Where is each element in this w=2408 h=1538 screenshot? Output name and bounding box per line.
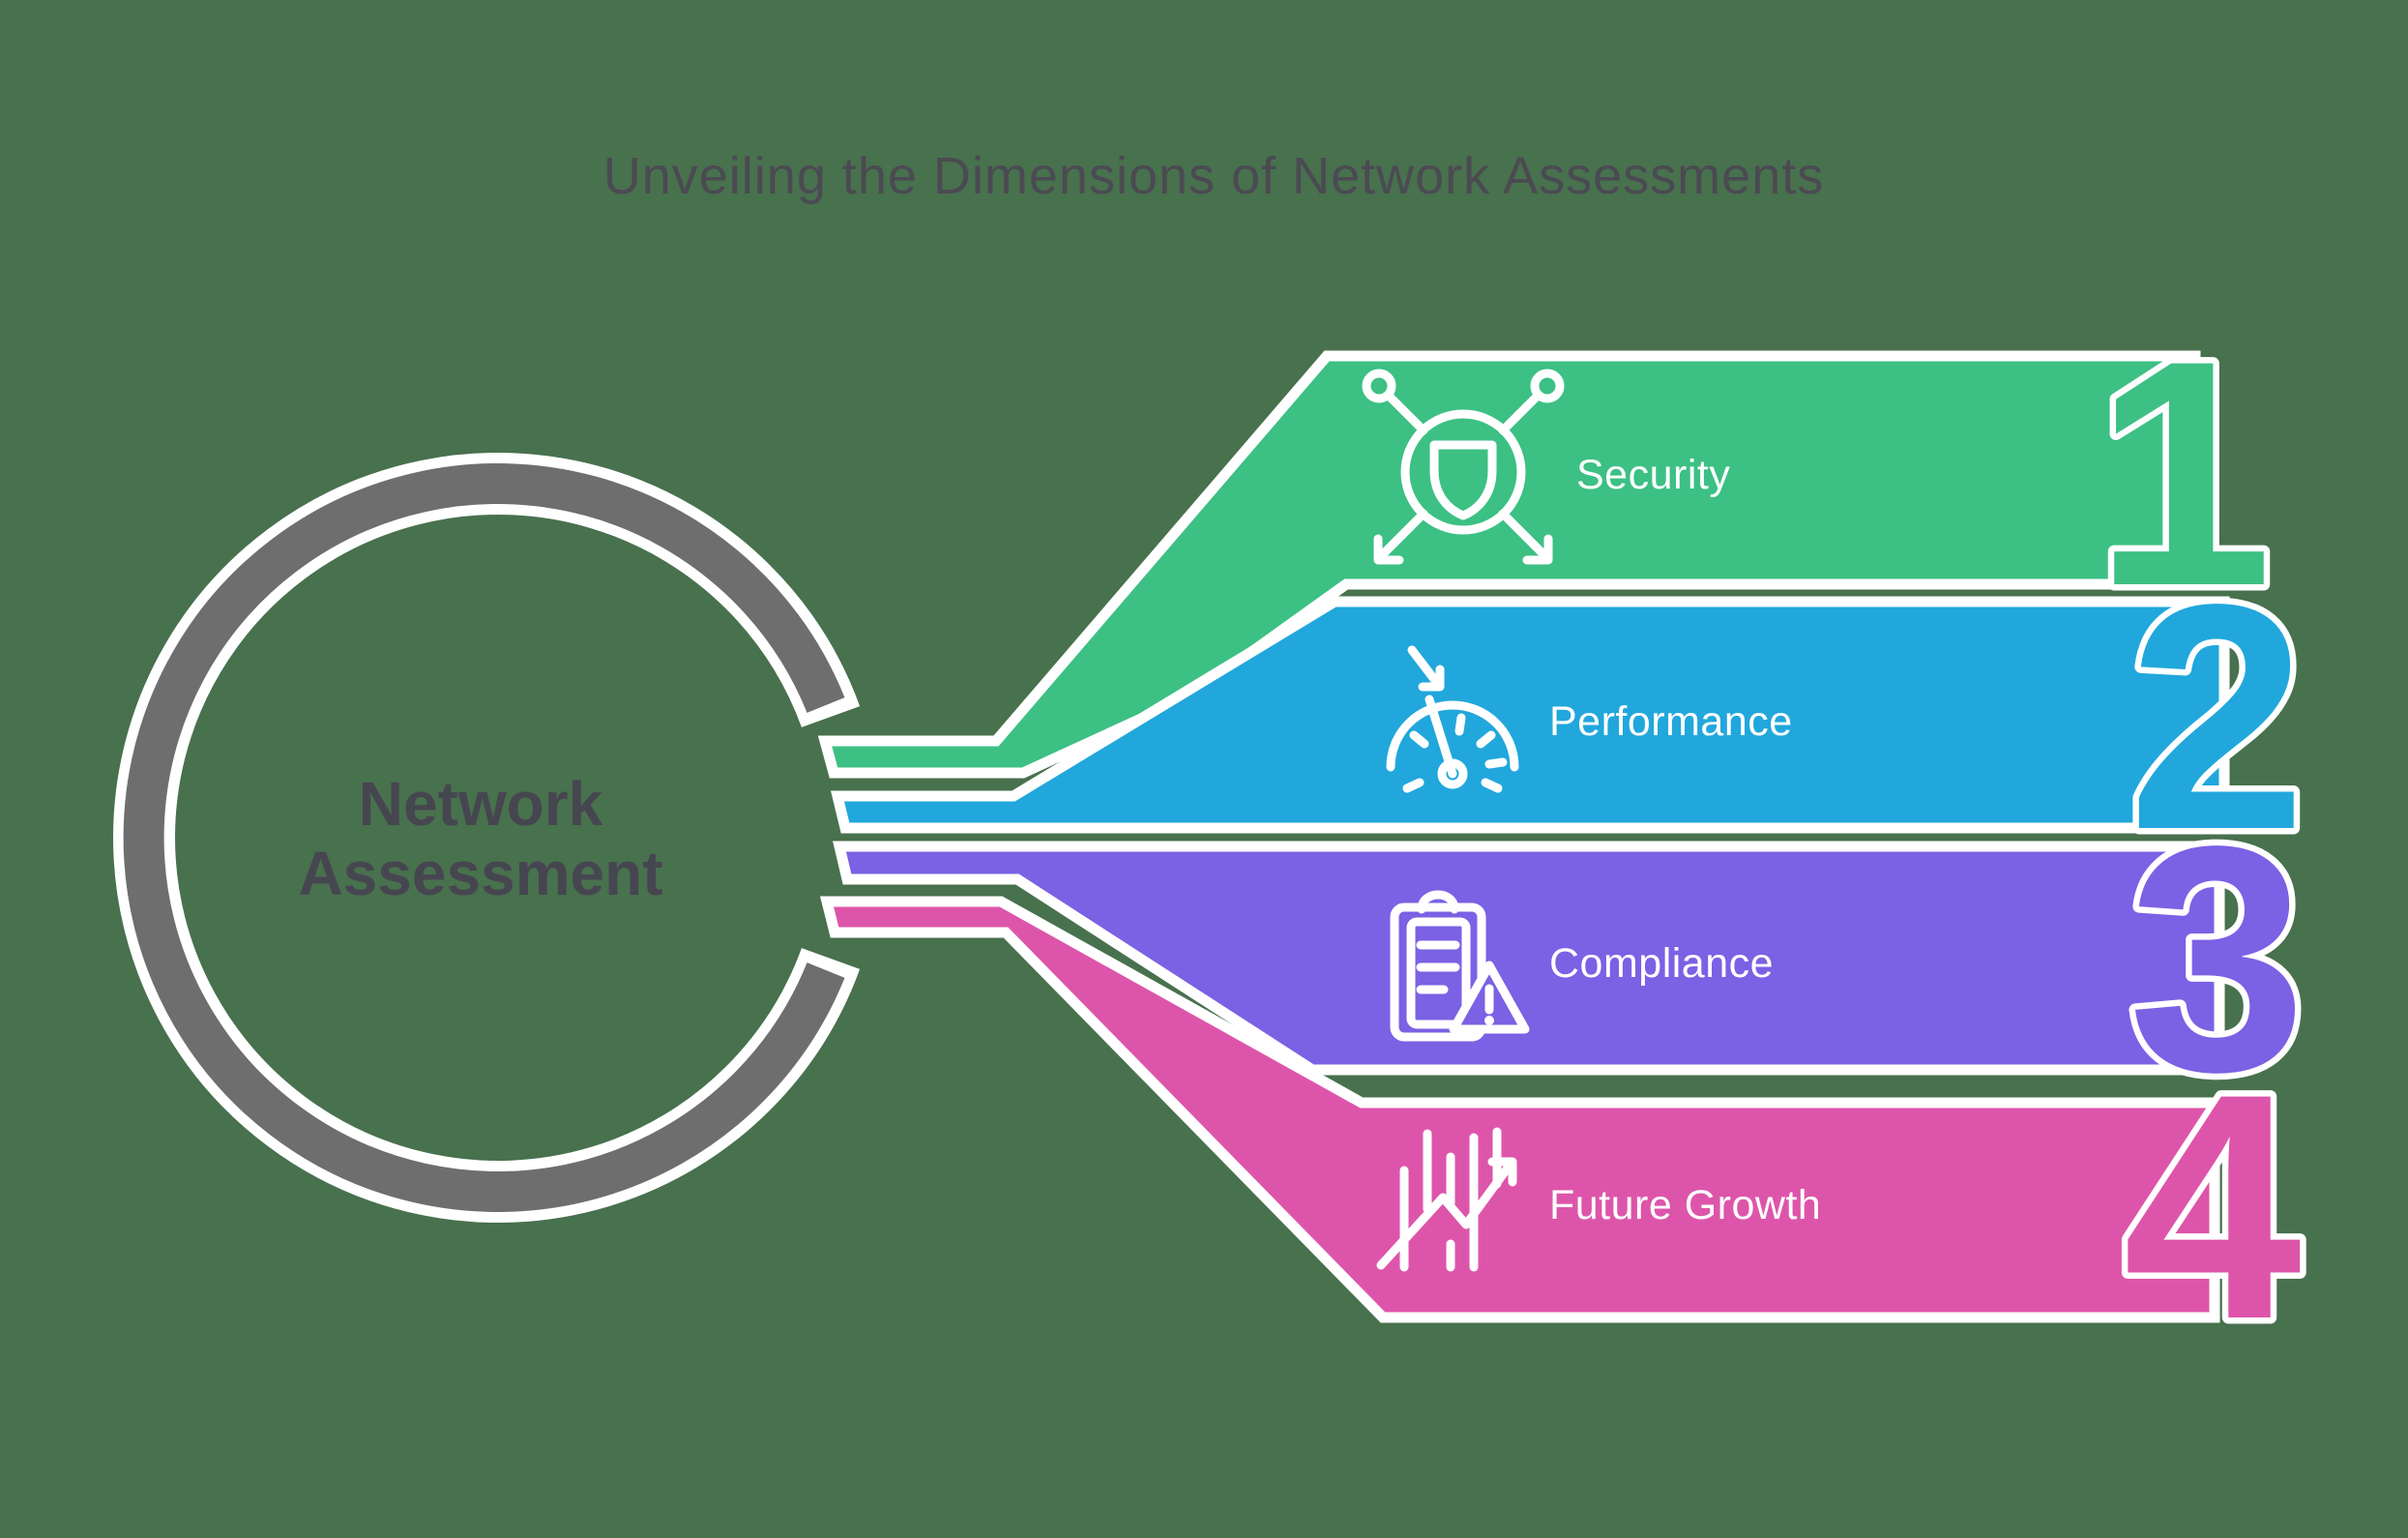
hub-label-line2: Assessment (298, 839, 662, 908)
gauge-arrow-icon (1386, 645, 1519, 793)
band-performance-label: Performance (1549, 698, 1793, 745)
page-title: Unveiling the Dimensions of Network Asse… (603, 147, 1825, 205)
band-future-growth: 4 Future Growth (819, 896, 2310, 1393)
growth-chart-icon (1376, 1127, 1517, 1272)
hub-ring-arc (123, 463, 845, 1212)
band-future-growth-number: 4 (2123, 1027, 2304, 1386)
hub-ring (113, 453, 861, 1223)
band-compliance-number: 3 (2128, 780, 2306, 1139)
hub-label: Network Assessment (298, 769, 662, 908)
hub-label-line1: Network (359, 769, 603, 839)
band-security-ribbon (817, 350, 2201, 779)
band-performance-ribbon (831, 596, 2230, 834)
band-security: 1 Security (817, 288, 2279, 779)
band-future-growth-label: Future Growth (1549, 1182, 1821, 1228)
band-compliance: 3 Compliance (833, 774, 2313, 1145)
band-compliance-label: Compliance (1549, 940, 1774, 987)
band-future-growth-ribbon (819, 896, 2220, 1323)
shield-network-icon (1362, 369, 1565, 565)
band-security-label: Security (1576, 452, 1730, 498)
clipboard-warning-icon (1390, 890, 1530, 1042)
